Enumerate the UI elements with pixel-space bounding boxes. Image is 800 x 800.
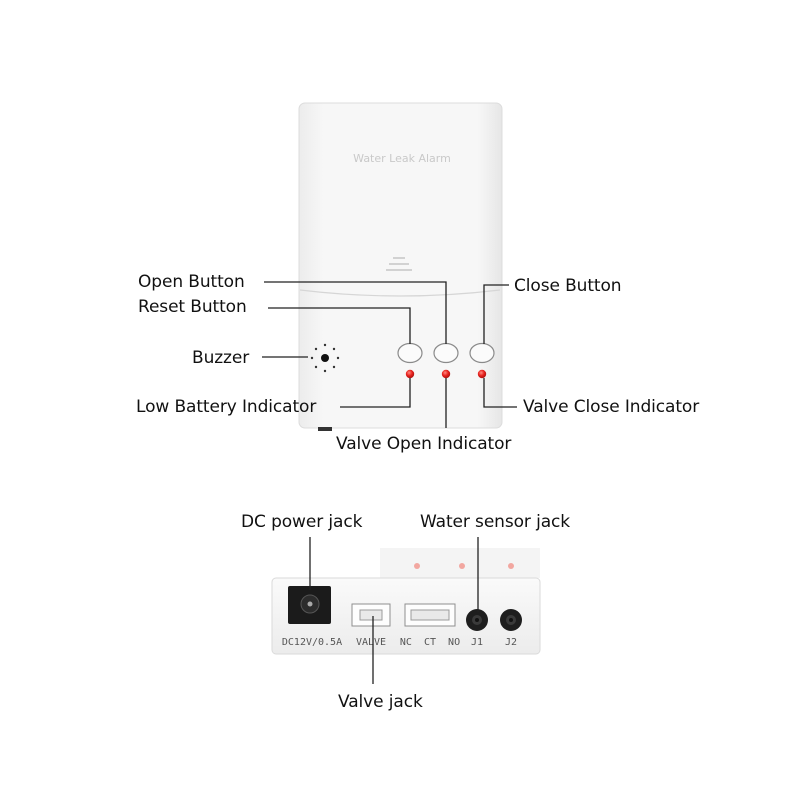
bottom-top-face (380, 548, 540, 578)
callout-low-battery-indicator: Low Battery Indicator (136, 397, 317, 417)
case-seam (299, 289, 501, 297)
logo-icon (386, 257, 412, 271)
callout-open-button: Open Button (138, 272, 245, 292)
front-device: Water Leak Alarm (298, 102, 503, 431)
case-tab (318, 427, 332, 431)
top-leader-lines (262, 281, 517, 428)
callout-valve-open-indicator: Valve Open Indicator (336, 434, 512, 454)
callout-valve-close-indicator: Valve Close Indicator (523, 397, 700, 417)
port-label-valve: VALVE (356, 637, 386, 648)
close-button-leader (483, 284, 509, 344)
port-label-j2: J2 (505, 637, 517, 648)
port-label-dc: DC12V/0.5A (282, 637, 342, 648)
port-label-j1: J1 (471, 637, 483, 648)
close-button-shape (469, 342, 495, 364)
callout-buzzer: Buzzer (192, 348, 250, 368)
bottom-leader-lines (309, 537, 479, 684)
callout-water-sensor-jack: Water sensor jack (420, 512, 571, 532)
callout-valve-jack: Valve jack (338, 692, 423, 712)
valve-close-leader (483, 378, 517, 408)
valve-close-led (477, 369, 487, 379)
callout-reset-button: Reset Button (138, 297, 247, 317)
valve-open-led (441, 369, 451, 379)
reset-button-leader (268, 307, 411, 344)
low-battery-leader (340, 378, 411, 408)
reset-button-shape (397, 342, 423, 364)
buzzer-icon (310, 343, 340, 373)
low-battery-led (405, 369, 415, 379)
open-button-shape (433, 342, 459, 364)
front-printed-text: Water Leak Alarm (353, 152, 451, 165)
callout-close-button: Close Button (514, 276, 622, 296)
open-button-leader (264, 281, 447, 344)
port-label-relay: NC CT NO (400, 637, 460, 648)
bottom-device: DC12V/0.5A VALVE NC CT NO J1 J2 (271, 548, 541, 655)
callout-dc-power-jack: DC power jack (241, 512, 363, 532)
